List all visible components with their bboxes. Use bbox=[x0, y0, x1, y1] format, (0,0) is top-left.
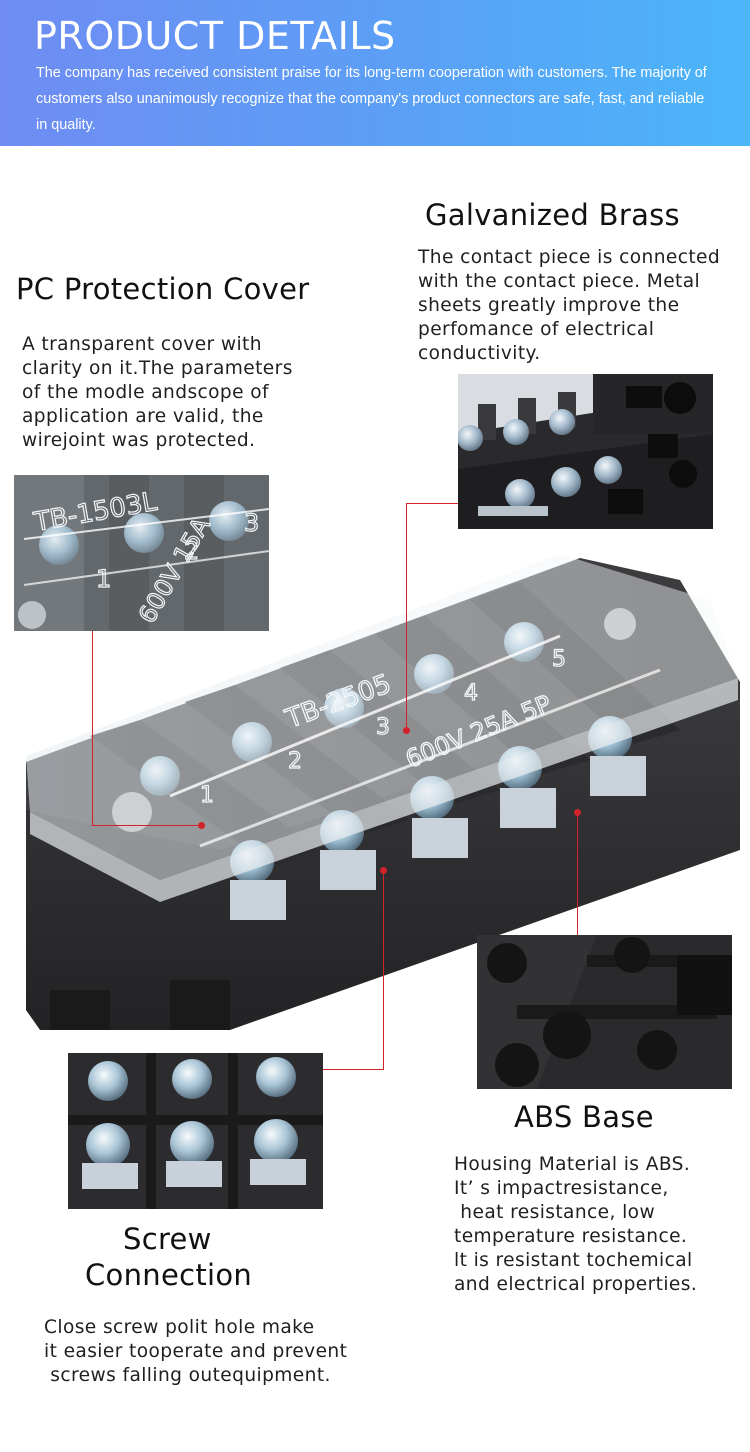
screw-desc-line: it easier tooperate and prevent bbox=[44, 1341, 348, 1362]
brass-desc-line: sheets greatly improve the bbox=[418, 295, 680, 316]
screw-callout-dot bbox=[380, 867, 387, 874]
terminal-number-1: 1 bbox=[200, 783, 214, 808]
cover-closeup-photo: TB-1503L 600V 15A 1 2 3 bbox=[14, 475, 269, 631]
screw-closeup-photo bbox=[68, 1053, 323, 1209]
abs-desc-line: and electrical properties. bbox=[454, 1274, 698, 1295]
cover-callout-line bbox=[92, 825, 202, 826]
terminal-number-3: 3 bbox=[376, 715, 390, 740]
cover-desc-line: of the modle andscope of bbox=[22, 382, 270, 403]
cover-callout-dot bbox=[198, 822, 205, 829]
screw-title-line2: Connection bbox=[85, 1258, 253, 1292]
brass-callout-dot bbox=[403, 727, 410, 734]
abs-desc-line: Housing Material is ABS. bbox=[454, 1154, 691, 1175]
brass-desc-line: perfomance of electrical bbox=[418, 319, 655, 340]
screw-desc-line: screws falling outequipment. bbox=[44, 1365, 331, 1386]
closeup-terminal-2: 2 bbox=[184, 537, 199, 565]
brass-closeup-photo bbox=[458, 374, 713, 529]
abs-desc-line: temperature resistance. bbox=[454, 1226, 688, 1247]
abs-callout-line bbox=[577, 813, 578, 935]
header-description: The company has received consistent prai… bbox=[36, 65, 707, 133]
header-banner: PRODUCT DETAILS The company has received… bbox=[0, 0, 750, 146]
terminal-block-photo: TB-2505 600V 25A 5P 1 2 3 4 5 bbox=[20, 550, 742, 1030]
abs-desc-line: lt is resistant tochemical bbox=[454, 1250, 693, 1271]
closeup-terminal-3: 3 bbox=[244, 509, 259, 537]
cover-desc-line: clarity on it.The parameters bbox=[22, 358, 293, 379]
abs-callout-dot bbox=[574, 809, 581, 816]
screw-callout-line bbox=[383, 871, 384, 1069]
terminal-number-5: 5 bbox=[552, 647, 566, 672]
brass-desc-line: with the contact piece. Metal bbox=[418, 271, 701, 292]
cover-desc-line: application are valid, the bbox=[22, 406, 264, 427]
closeup-terminal-1: 1 bbox=[96, 565, 111, 593]
brass-callout-line bbox=[406, 503, 407, 731]
screw-title-line1: Screw bbox=[123, 1222, 212, 1256]
cover-desc-line: A transparent cover with bbox=[22, 334, 262, 355]
abs-closeup-photo bbox=[477, 935, 732, 1089]
cover-callout-line bbox=[92, 631, 93, 825]
abs-title: ABS Base bbox=[514, 1100, 654, 1134]
brass-title: Galvanized Brass bbox=[425, 198, 680, 232]
abs-desc-line: It’ s impactresistance, bbox=[454, 1178, 669, 1199]
brass-desc-line: conductivity. bbox=[418, 343, 541, 364]
cover-desc-line: wirejoint was protected. bbox=[22, 430, 256, 451]
cover-title: PC Protection Cover bbox=[16, 272, 310, 306]
terminal-number-2: 2 bbox=[288, 749, 302, 774]
screw-callout-line bbox=[323, 1069, 384, 1070]
terminal-number-4: 4 bbox=[464, 681, 478, 706]
brass-callout-line bbox=[406, 503, 458, 504]
screw-desc-line: Close screw polit hole make bbox=[44, 1317, 315, 1338]
brass-desc-line: The contact piece is connected bbox=[418, 247, 721, 268]
page-title: PRODUCT DETAILS bbox=[34, 14, 396, 58]
abs-desc-line: heat resistance, low bbox=[454, 1202, 656, 1223]
